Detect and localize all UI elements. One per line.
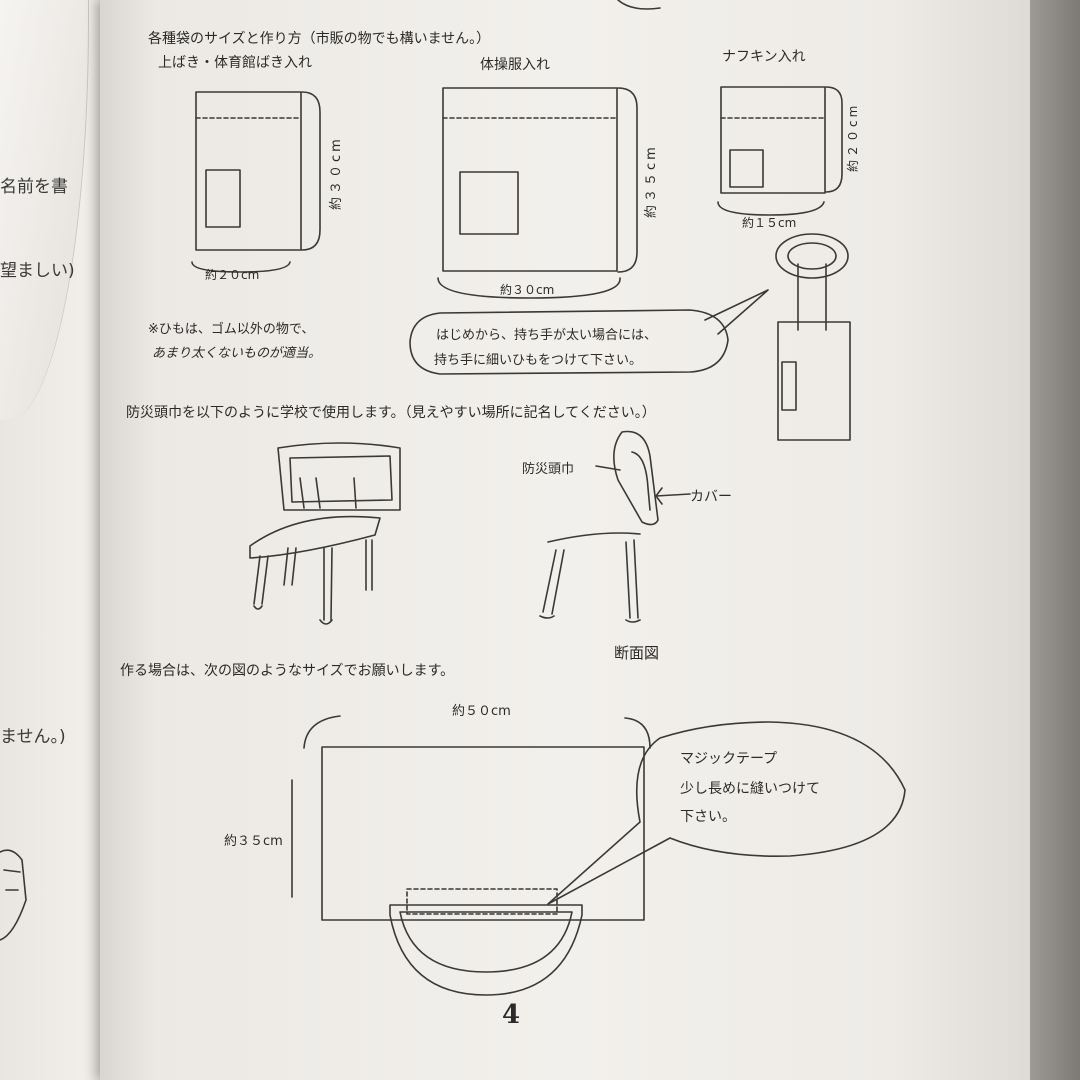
- string-note-line2: あまり太くないものが適当。: [152, 346, 322, 361]
- velcro-callout-line1: マジックテープ: [680, 751, 778, 767]
- document-page: [100, 0, 1030, 1080]
- page-edge-shadow: [1030, 0, 1080, 1080]
- bag-napkin-height: 約２０cm: [846, 102, 860, 172]
- cover-height-label: 約３５cm: [224, 834, 283, 849]
- bag-shoes-height: 約３０cm: [329, 136, 344, 210]
- heading-bags: 各種袋のサイズと作り方（市販の物でも構いません。）: [148, 31, 491, 47]
- velcro-callout-bubble: [547, 721, 906, 905]
- left-fragment-3: ません。): [0, 727, 66, 747]
- handle-callout-line2: 持ち手に細いひもをつけて下さい。: [434, 353, 643, 368]
- hood-label: 防災頭巾: [522, 462, 575, 477]
- velcro-callout-line3: 下さい。: [680, 809, 736, 825]
- string-note-line1: ※ひもは、ゴム以外の物で、: [148, 322, 315, 337]
- left-fragment-1: 名前を書: [0, 177, 68, 197]
- make-heading: 作る場合は、次の図のようなサイズでお願いします。: [120, 663, 455, 679]
- cover-label: カバー: [690, 489, 732, 505]
- chair-front-drawing: [249, 442, 401, 625]
- bag-handle-diagram: [775, 233, 851, 441]
- left-page: 名前を書 望ましい) ません。): [0, 0, 118, 1080]
- bag-gym-clothes-height: 約３５cm: [644, 144, 659, 218]
- cover-diagram: [291, 715, 651, 996]
- top-partial-drawing: [617, 0, 661, 10]
- handle-callout-bubble: [409, 289, 769, 375]
- bag-shoes-width: 約２０cm: [205, 268, 260, 282]
- section-label: 断面図: [614, 644, 660, 662]
- cover-width-label: 約５０cm: [452, 704, 511, 719]
- bag-shoes-diagram: [191, 91, 321, 273]
- page-number: 4: [502, 1000, 521, 1030]
- left-fragment-2: 望ましい): [0, 261, 75, 281]
- bag-napkin-label: ナフキン入れ: [722, 49, 806, 65]
- bag-gym-clothes-width: 約３０cm: [500, 283, 555, 297]
- bag-napkin-width: 約１５cm: [742, 216, 797, 230]
- hood-heading: 防災頭巾を以下のように学校で使用します。（見えやすい場所に記名してください。）: [126, 405, 656, 421]
- bag-napkin-diagram: [717, 86, 843, 216]
- velcro-callout-line2: 少し長めに縫いつけて: [680, 781, 820, 797]
- handle-callout-line1: はじめから、持ち手が太い場合には、: [436, 328, 658, 343]
- chair-side-drawing: [539, 430, 691, 623]
- bag-gym-clothes-label: 体操服入れ: [480, 57, 550, 73]
- left-page-scraps: [0, 849, 27, 941]
- bag-shoes-label: 上ばき・体育館ばき入れ: [158, 55, 312, 71]
- bag-gym-clothes-diagram: [437, 87, 638, 299]
